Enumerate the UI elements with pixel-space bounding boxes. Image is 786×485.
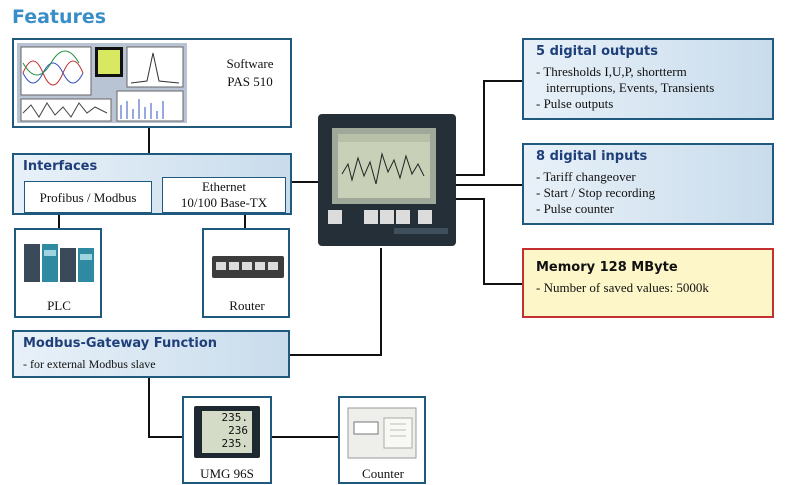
software-label-line2: PAS 510 bbox=[227, 74, 273, 89]
plc-box: PLC bbox=[14, 228, 102, 318]
software-box: Software PAS 510 bbox=[12, 38, 292, 128]
digital-inputs-item-1: - Tariff changeover bbox=[536, 169, 636, 184]
counter-box: Counter bbox=[338, 396, 426, 484]
gateway-box: Modbus-Gateway Function - for external M… bbox=[12, 330, 290, 378]
connector-ethernet-router bbox=[244, 214, 246, 228]
connector-interfaces-device bbox=[290, 181, 320, 183]
gateway-item: - for external Modbus slave bbox=[23, 357, 156, 371]
umg96s-display: 235. 236 235. bbox=[202, 411, 252, 453]
connector-software-interfaces bbox=[148, 126, 150, 154]
connector-gateway-horizontal bbox=[289, 354, 382, 356]
profibus-label: Profibus / Modbus bbox=[39, 190, 137, 205]
page-title: Features bbox=[12, 6, 107, 28]
ethernet-label-line2: 10/100 Base-TX bbox=[180, 195, 268, 210]
digital-inputs-header: 8 digital inputs bbox=[536, 149, 648, 164]
plc-image bbox=[24, 244, 94, 282]
interfaces-header: Interfaces bbox=[23, 159, 98, 174]
umg96s-device-image: 235. 236 235. bbox=[194, 406, 260, 458]
umg96s-display-line2: 236 bbox=[228, 424, 248, 437]
profibus-box: Profibus / Modbus bbox=[24, 181, 152, 213]
digital-outputs-header: 5 digital outputs bbox=[536, 44, 658, 59]
router-label: Router bbox=[229, 298, 265, 313]
ethernet-label-line1: Ethernet bbox=[201, 179, 247, 194]
memory-box: Memory 128 MByte - Number of saved value… bbox=[522, 248, 774, 318]
digital-outputs-item-3: - Pulse outputs bbox=[536, 96, 614, 111]
counter-image bbox=[347, 407, 417, 459]
gateway-header: Modbus-Gateway Function bbox=[23, 336, 218, 351]
umg96s-box: 235. 236 235. UMG 96S bbox=[182, 396, 272, 484]
connector-device-outputs-h bbox=[454, 174, 484, 176]
connector-outputs-to-box bbox=[483, 80, 523, 82]
connector-outputs-v bbox=[483, 80, 485, 176]
connector-device-inputs bbox=[454, 184, 523, 186]
digital-outputs-item-1: - Thresholds I,U,P, shortterm bbox=[536, 64, 687, 79]
router-box: Router bbox=[202, 228, 290, 318]
router-image bbox=[212, 256, 284, 278]
memory-header: Memory 128 MByte bbox=[536, 260, 678, 275]
digital-inputs-item-2: - Start / Stop recording bbox=[536, 185, 656, 200]
plc-label: PLC bbox=[47, 298, 71, 313]
software-screenshot-image bbox=[17, 43, 187, 123]
connector-device-gateway bbox=[380, 248, 382, 356]
connector-umg-left bbox=[148, 436, 183, 438]
connector-memory-to-box bbox=[483, 283, 523, 285]
interfaces-box: Interfaces Profibus / Modbus Ethernet 10… bbox=[12, 153, 292, 215]
digital-inputs-item-3: - Pulse counter bbox=[536, 201, 614, 216]
digital-outputs-item-2: interruptions, Events, Transients bbox=[546, 80, 715, 95]
connector-profibus-plc bbox=[58, 214, 60, 228]
connector-gateway-umg bbox=[148, 377, 150, 437]
connector-memory-v bbox=[483, 198, 485, 284]
umg96s-display-line3: 235. bbox=[221, 437, 249, 450]
memory-item: - Number of saved values: 5000k bbox=[536, 280, 709, 295]
umg96s-label: UMG 96S bbox=[200, 466, 254, 481]
counter-label: Counter bbox=[362, 466, 404, 481]
umg96s-display-line1: 235. bbox=[221, 411, 249, 424]
connector-umg-counter bbox=[270, 436, 340, 438]
ethernet-box: Ethernet 10/100 Base-TX bbox=[162, 177, 286, 213]
digital-outputs-box: 5 digital outputs - Thresholds I,U,P, sh… bbox=[522, 38, 774, 120]
digital-inputs-box: 8 digital inputs - Tariff changeover - S… bbox=[522, 143, 774, 225]
umg-device-image bbox=[318, 114, 456, 246]
connector-device-memory-h bbox=[454, 198, 484, 200]
software-label-line1: Software bbox=[226, 56, 274, 71]
